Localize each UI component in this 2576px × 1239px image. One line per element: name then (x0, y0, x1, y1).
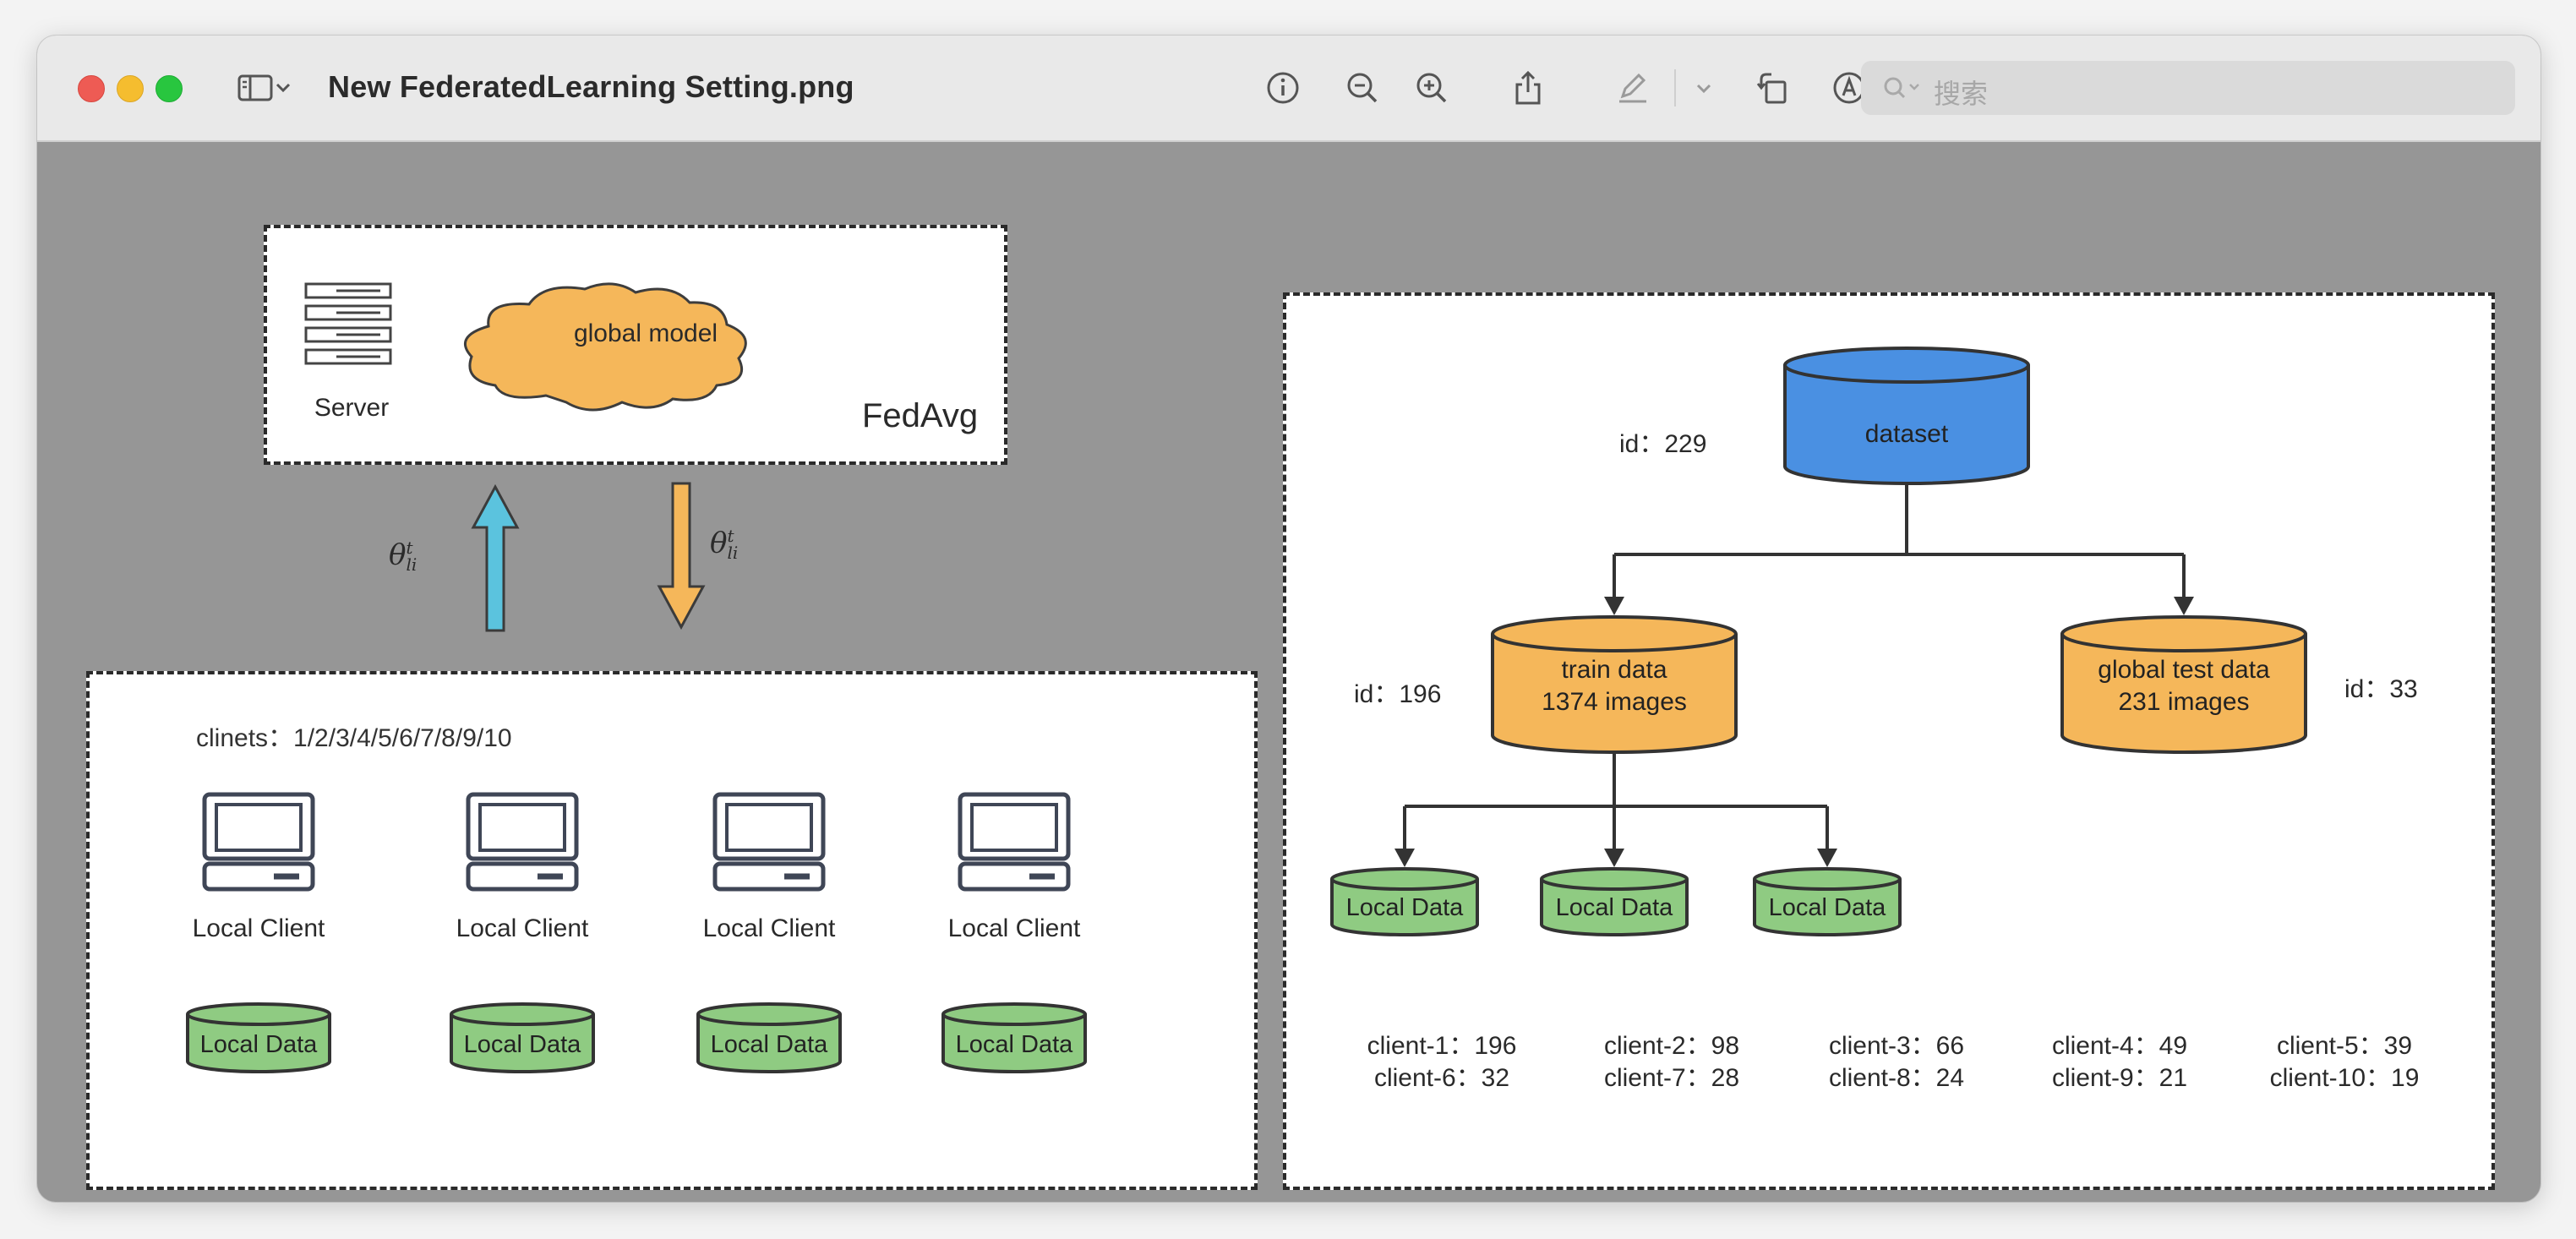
local-client-label: Local Client (702, 914, 836, 942)
train-data-cylinder (1491, 615, 1738, 754)
local-data-label: Local Data (1345, 894, 1464, 921)
local-data-cylinder (696, 1002, 842, 1073)
local-data-cylinder (186, 1002, 331, 1073)
local-data-cylinder (1753, 867, 1902, 936)
server-label: Server (314, 394, 390, 422)
local-data-cylinder (450, 1002, 595, 1073)
dataset-graphics (1330, 347, 2307, 936)
server-panel-graphics (304, 282, 747, 412)
sidebar-icon[interactable] (233, 66, 277, 110)
local-client-label: Local Client (192, 914, 325, 942)
server-panel: Server global model FedAvg (264, 225, 1007, 465)
title-bar: New FederatedLearning Setting.png (37, 35, 2541, 142)
local-data-label: Local Data (1768, 894, 1886, 921)
client-count: client-6：32 (1373, 1064, 1510, 1092)
test-data-title: global test data (2098, 656, 2270, 684)
client-count: client-2：98 (1603, 1032, 1740, 1060)
tree-arrowheads (1394, 597, 2194, 867)
client-count: client-1：196 (1367, 1032, 1517, 1060)
dataset-label: dataset (1864, 420, 1949, 448)
chevron-down-icon[interactable] (270, 66, 296, 110)
upload-arrow (471, 483, 520, 632)
share-icon[interactable] (1506, 66, 1550, 110)
train-data-title: train data (1561, 656, 1667, 684)
zoom-in-icon[interactable] (1410, 66, 1454, 110)
client-panel: clinets：1/2/3/4/5/6/7/8/9/10 Local Clien… (86, 671, 1258, 1190)
download-theta-label: θtli (710, 526, 739, 564)
test-data-label: global test data 231 images (2098, 654, 2269, 718)
download-arrow (657, 482, 706, 630)
client-count: client-3：66 (1828, 1032, 1965, 1060)
local-data-label: Local Data (199, 1031, 318, 1058)
client-count: client-7：28 (1603, 1064, 1740, 1092)
client-count: client-8：24 (1828, 1064, 1965, 1092)
search-field[interactable]: 搜索 (1861, 61, 2515, 115)
zoom-out-icon[interactable] (1340, 66, 1384, 110)
search-icon (1880, 71, 1930, 109)
image-canvas: Server global model FedAvg θtli θtli cli… (37, 142, 2541, 1202)
upload-theta-label: θtli (389, 538, 418, 576)
local-data-cylinder (1540, 867, 1689, 936)
global-model-cloud (463, 282, 747, 412)
train-data-count: 1374 images (1542, 688, 1687, 716)
markup-pen-icon[interactable] (1611, 66, 1655, 110)
laptop-icon (466, 792, 579, 892)
train-data-label: train data 1374 images (1542, 654, 1687, 718)
client-count: client-4：49 (2051, 1032, 2188, 1060)
close-window-button[interactable] (78, 75, 105, 102)
local-data-label: Local Data (710, 1031, 828, 1058)
fedavg-label: FedAvg (862, 397, 979, 434)
local-data-cylinder (1330, 867, 1479, 936)
dataset-panel: dataset id：229 train data 1374 images id… (1283, 292, 2495, 1190)
local-client-label: Local Client (947, 914, 1081, 942)
laptop-icon (958, 792, 1071, 892)
global-model-label: global model (573, 319, 718, 347)
server-icon (304, 282, 392, 365)
dataset-id-label: id：229 (1619, 430, 1707, 458)
fullscreen-window-button[interactable] (156, 75, 183, 102)
laptop-icon (712, 792, 826, 892)
train-id-label: id：196 (1354, 680, 1442, 708)
tree-connectors (1403, 483, 2186, 849)
preview-window: New FederatedLearning Setting.png (37, 35, 2541, 1202)
search-placeholder: 搜索 (1934, 79, 1989, 109)
clients-list-label: clinets：1/2/3/4/5/6/7/8/9/10 (196, 724, 512, 752)
info-icon[interactable] (1261, 66, 1305, 110)
client-count: client-5：39 (2276, 1032, 2413, 1060)
client-graphics (186, 792, 1087, 1073)
client-count: client-10：19 (2269, 1064, 2420, 1092)
local-data-label: Local Data (1555, 894, 1673, 921)
test-data-count: 231 images (2118, 688, 2250, 716)
toolbar-divider (1674, 69, 1676, 106)
local-data-label: Local Data (955, 1031, 1073, 1058)
global-test-data-cylinder (2060, 615, 2307, 754)
test-id-label: id：33 (2344, 675, 2418, 703)
minimize-window-button[interactable] (117, 75, 144, 102)
dataset-cylinder (1783, 347, 2030, 485)
local-client-label: Local Client (456, 914, 589, 942)
local-data-cylinder (941, 1002, 1087, 1073)
window-title: New FederatedLearning Setting.png (328, 69, 854, 104)
rotate-icon[interactable] (1751, 66, 1795, 110)
chevron-down-icon[interactable] (1687, 66, 1721, 110)
laptop-icon (202, 792, 315, 892)
local-data-label: Local Data (463, 1031, 581, 1058)
exchange-arrows (471, 482, 706, 632)
client-count: client-9：21 (2051, 1064, 2188, 1092)
